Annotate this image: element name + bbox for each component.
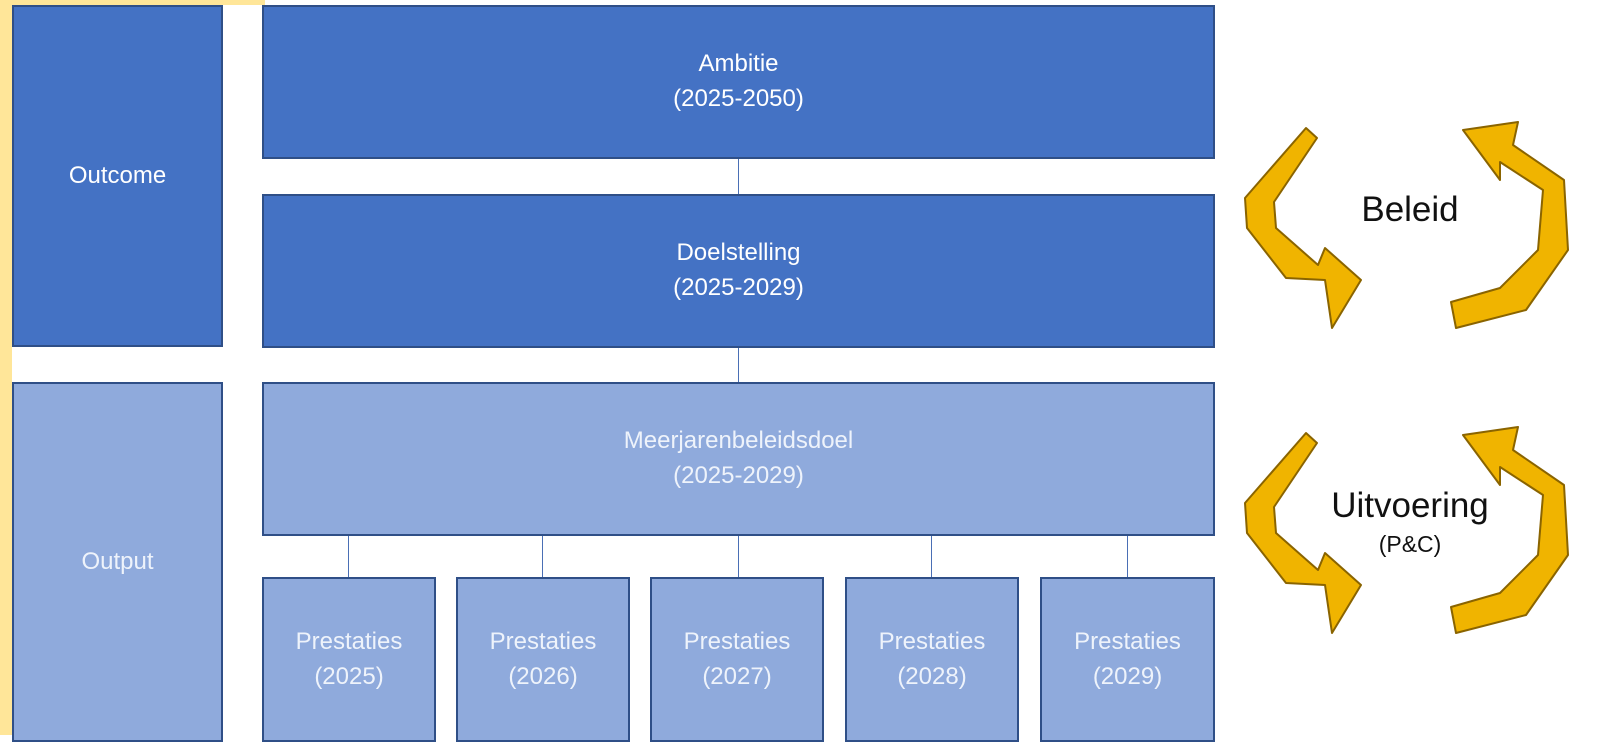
prestaties-period: (2025) [314,662,384,690]
prestaties-period: (2029) [1092,662,1163,690]
cycle-arrows-icon [1244,121,1569,329]
frame-top-border [0,0,265,5]
uitvoering-sublabel: (P&C) [1378,531,1442,557]
prestaties-period: (2026) [508,662,578,690]
prestaties-box-2026: Prestaties (2026) [456,577,630,742]
prestaties-title: Prestaties [878,627,986,655]
prestaties-box-2027: Prestaties (2027) [650,577,824,742]
connector-prestaties-2029 [1127,535,1128,578]
meerjarenbeleidsdoel-period: (2025-2029) [673,462,804,489]
connector-prestaties-2028 [931,535,932,578]
beleid-label: Beleid [1330,190,1490,230]
connector-prestaties-2025 [348,535,349,578]
uitvoering-text: Uitvoering [1331,486,1489,525]
prestaties-title: Prestaties [683,627,791,655]
doelstelling-period: (2025-2029) [673,274,804,301]
connector-prestaties-2027 [738,535,739,578]
connector-ambitie-doelstelling [738,158,739,195]
prestaties-box-2025: Prestaties (2025) [262,577,436,742]
output-box: Output [12,382,223,742]
outcome-label: Outcome [68,161,167,189]
ambitie-box: Ambitie (2025-2050) [262,5,1215,159]
cycle-arrows-icon [1244,426,1569,634]
prestaties-period: (2027) [702,662,772,690]
prestaties-period: (2028) [897,662,967,690]
uitvoering-label: Uitvoering (P&C) [1310,485,1510,558]
prestaties-title: Prestaties [489,627,597,655]
connector-doelstelling-meerjaren [738,347,739,383]
ambitie-period: (2025-2050) [673,85,804,112]
prestaties-title: Prestaties [295,627,403,655]
meerjarenbeleidsdoel-title: Meerjarenbeleidsdoel [623,427,854,455]
ambitie-title: Ambitie [698,50,779,78]
doelstelling-box: Doelstelling (2025-2029) [262,194,1215,348]
connector-prestaties-2026 [542,535,543,578]
prestaties-title: Prestaties [1074,627,1181,655]
beleid-text: Beleid [1361,190,1459,229]
output-label: Output [81,547,154,575]
doelstelling-title: Doelstelling [676,239,801,267]
prestaties-box-2029: Prestaties (2029) [1040,577,1215,742]
prestaties-box-2028: Prestaties (2028) [845,577,1019,742]
frame-left-border [0,0,12,735]
meerjarenbeleidsdoel-box: Meerjarenbeleidsdoel (2025-2029) [262,382,1215,536]
outcome-box: Outcome [12,5,223,347]
